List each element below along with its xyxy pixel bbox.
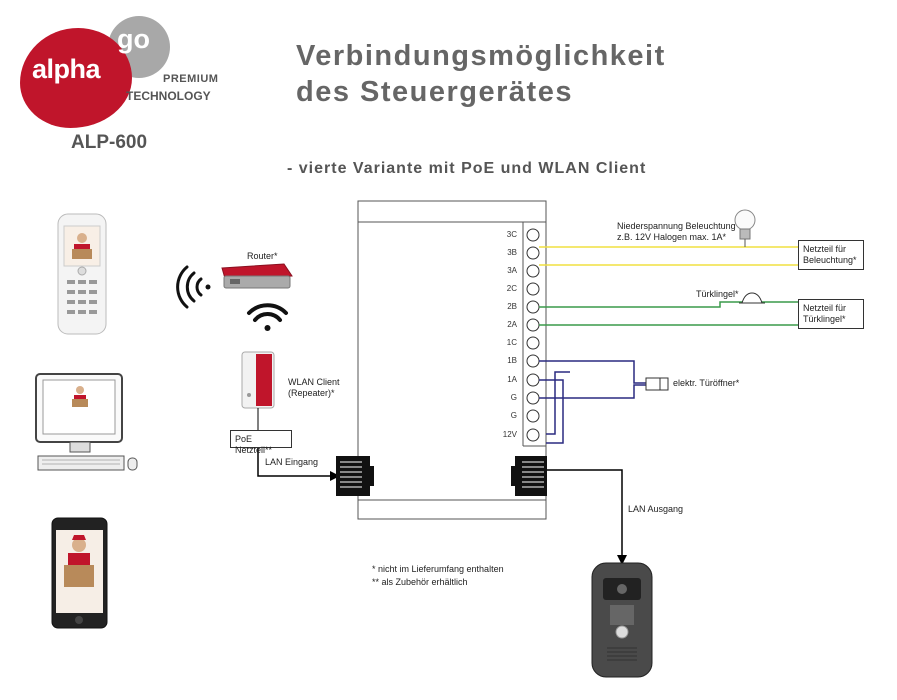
psu-lighting-line-1: Netzteil für bbox=[803, 244, 847, 254]
terminal-label: 2C bbox=[506, 284, 517, 293]
terminal-label: 2B bbox=[507, 302, 517, 311]
logo-alpha-text: alpha bbox=[32, 54, 101, 84]
light-bulb-icon bbox=[734, 209, 756, 247]
terminal-label: 2A bbox=[507, 320, 517, 329]
door-opener-icon bbox=[645, 377, 669, 391]
logo-go-text: go bbox=[117, 24, 150, 54]
door-bell-icon bbox=[739, 292, 765, 304]
terminal-label: 3C bbox=[506, 230, 517, 239]
model-name: ALP-600 bbox=[71, 132, 148, 153]
wlan-client-label-1: WLAN Client bbox=[288, 377, 340, 387]
footnote-2: ** als Zubehör erhältlich bbox=[372, 577, 468, 587]
door-opener-wires bbox=[539, 360, 646, 444]
lighting-wires bbox=[539, 246, 798, 266]
bell-wires bbox=[539, 301, 798, 326]
psu-bell-box: Netzteil für Türklingel* bbox=[798, 299, 864, 329]
door-station-icon bbox=[591, 562, 653, 678]
logo-alpha-blob bbox=[20, 28, 132, 128]
terminal-label: 1C bbox=[506, 338, 517, 347]
wifi-waves-icon bbox=[176, 265, 211, 309]
dect-phone-icon bbox=[57, 213, 107, 335]
psu-lighting-line-2: Beleuchtung* bbox=[803, 255, 857, 265]
terminal-label: 1A bbox=[507, 375, 517, 384]
lan-out-label: LAN Ausgang bbox=[628, 504, 684, 514]
door-bell-label: Türklingel* bbox=[696, 289, 739, 299]
logo-technology-text: TECHNOLOGY bbox=[126, 89, 211, 103]
router-label: Router* bbox=[247, 251, 278, 261]
psu-bell-line-1: Netzteil für bbox=[803, 303, 847, 313]
terminal-label: G bbox=[510, 393, 517, 402]
terminal-label: 1B bbox=[507, 356, 517, 365]
page-title: Verbindungsmöglichkeit des Steuergerätes bbox=[296, 38, 666, 110]
desktop-computer-icon bbox=[35, 373, 138, 471]
wlan-repeater-icon bbox=[241, 351, 275, 409]
title-line-2: des Steuergerätes bbox=[296, 76, 573, 108]
psu-bell-line-2: Türklingel* bbox=[803, 314, 846, 324]
lighting-label-2: z.B. 12V Halogen max. 1A* bbox=[617, 232, 727, 242]
lan-input-port bbox=[336, 456, 374, 496]
terminal-label: G bbox=[510, 411, 517, 420]
page-subtitle: - vierte Variante mit PoE und WLAN Clien… bbox=[287, 160, 647, 177]
smartphone-icon bbox=[51, 517, 108, 629]
router-icon bbox=[221, 263, 293, 289]
lan-in-label: LAN Eingang bbox=[265, 457, 319, 467]
lighting-label-1: Niederspannung Beleuchtung bbox=[617, 221, 736, 231]
title-line-1: Verbindungsmöglichkeit bbox=[296, 40, 666, 72]
door-opener-label: elektr. Türöffner* bbox=[673, 378, 740, 388]
wifi-symbol-icon bbox=[247, 303, 288, 331]
terminal-label: 3B bbox=[507, 248, 517, 257]
footnote-1: * nicht im Lieferumfang enthalten bbox=[372, 564, 504, 574]
psu-lighting-box: Netzteil für Beleuchtung* bbox=[798, 240, 864, 270]
terminal-screws bbox=[526, 228, 540, 442]
logo-premium-text: PREMIUM bbox=[163, 73, 219, 85]
terminal-label: 3A bbox=[507, 266, 517, 275]
lan-output-port bbox=[511, 456, 547, 496]
terminal-label: 12V bbox=[502, 430, 517, 439]
wlan-client-label-2: (Repeater)* bbox=[288, 388, 335, 398]
poe-power-supply-box: PoE Netzteil** bbox=[230, 430, 292, 455]
